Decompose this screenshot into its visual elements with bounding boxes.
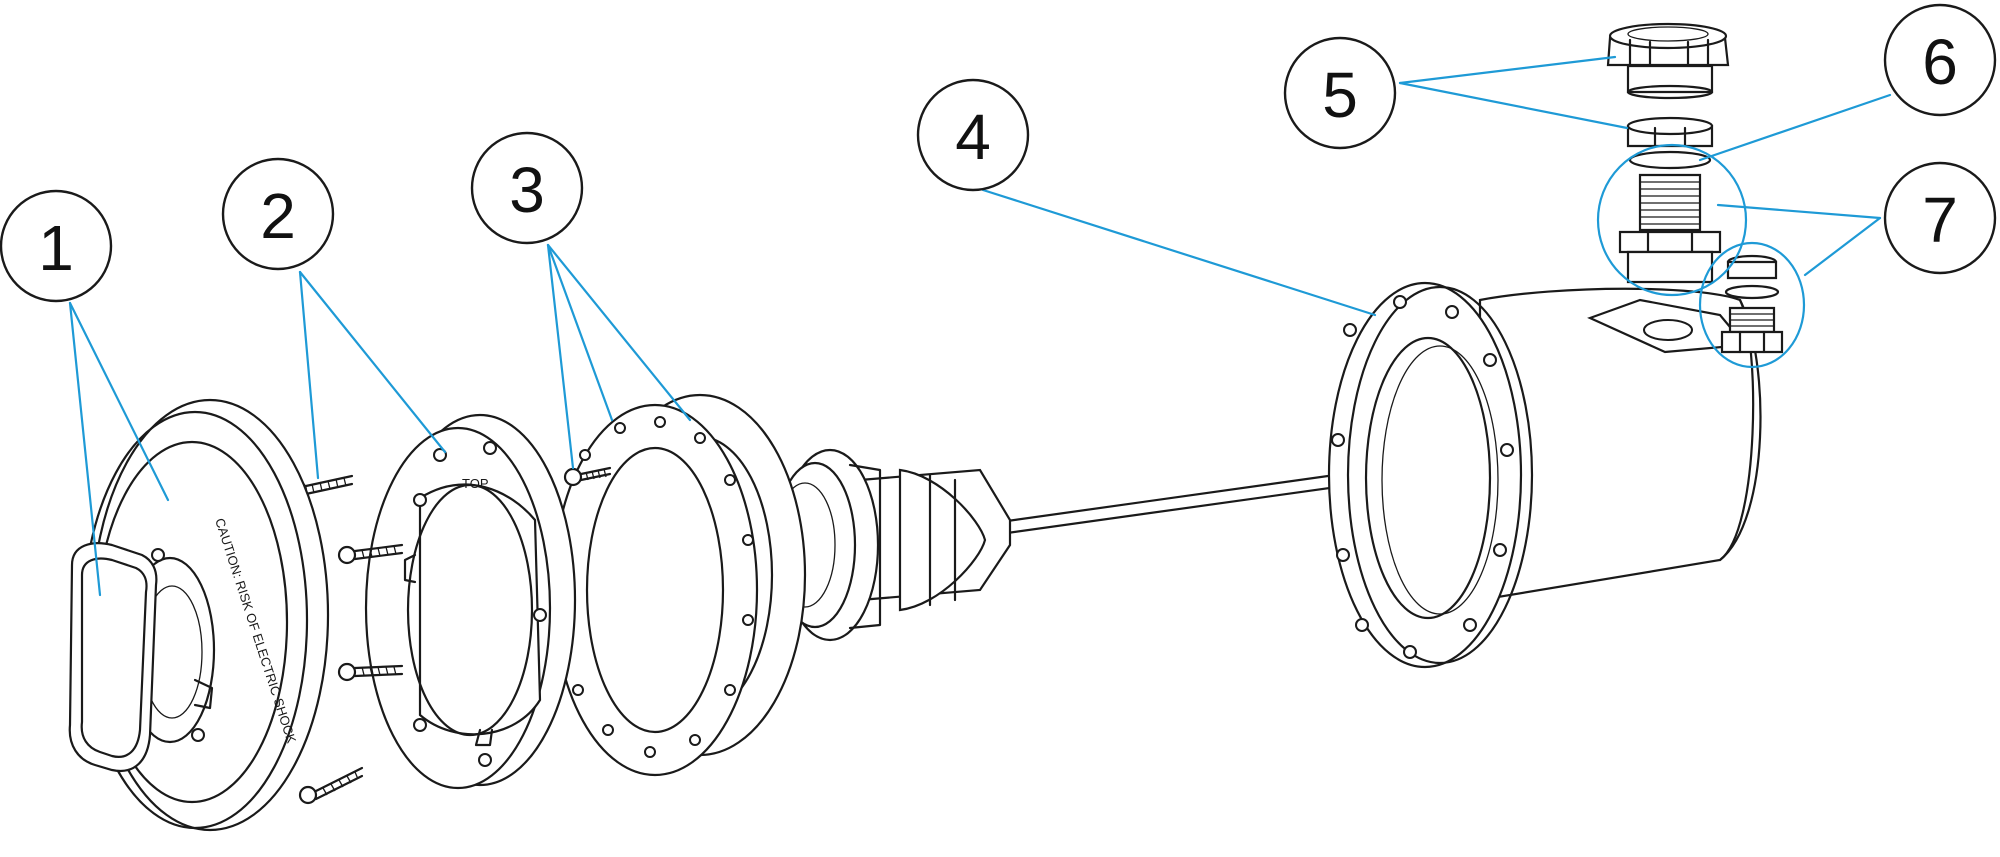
callout-label: 3 [509, 154, 545, 226]
callout-label: 6 [1922, 26, 1958, 98]
flange-bolt-holes [1331, 295, 1514, 659]
leader-5a [1398, 55, 1617, 85]
callout-2: 2 [221, 157, 335, 271]
part-7-fitting [1720, 254, 1784, 354]
leader-1b [68, 301, 170, 502]
callout-label: 4 [955, 101, 991, 173]
group-6-outline [1596, 143, 1748, 297]
ring-top-mark: TOP [462, 476, 489, 491]
leader-3b [546, 243, 614, 422]
part-5-nut [1626, 116, 1714, 148]
part-3-screw [563, 466, 612, 487]
screw [337, 662, 404, 682]
callout-3: 3 [470, 131, 584, 245]
part-4-housing [998, 281, 1762, 669]
callout-label: 7 [1922, 184, 1958, 256]
leader-7b [1803, 216, 1882, 277]
leader-3a [546, 243, 575, 470]
leader-6 [1698, 93, 1892, 162]
leader-2b [298, 270, 447, 454]
leader-1a [68, 301, 102, 597]
callout-label: 1 [38, 212, 74, 284]
leader-2a [298, 270, 320, 480]
callout-7: 7 [1883, 161, 1997, 275]
part-5-gland-cap [1606, 22, 1730, 100]
screw [298, 766, 364, 805]
part-6-fitting [1618, 150, 1722, 284]
ring-holes [413, 441, 547, 767]
part-3-gaskets [551, 393, 807, 777]
leader-7a [1716, 203, 1882, 220]
callout-5: 5 [1283, 36, 1397, 150]
leader-lines [68, 55, 1892, 597]
part-2-ring: TOP [364, 413, 577, 790]
part-1-cover: CAUTION: RISK OF ELECTRIC SHOCK [68, 398, 330, 832]
callout-label: 5 [1322, 59, 1358, 131]
callout-label: 2 [260, 180, 296, 252]
screw [337, 543, 404, 565]
callout-4: 4 [916, 78, 1030, 192]
leader-3c [546, 243, 692, 422]
callout-1: 1 [0, 189, 113, 303]
leader-5b [1398, 81, 1629, 130]
leader-4 [981, 188, 1377, 317]
light-body [773, 448, 1012, 642]
callout-6: 6 [1883, 3, 1997, 117]
group-7-outline [1698, 241, 1806, 369]
